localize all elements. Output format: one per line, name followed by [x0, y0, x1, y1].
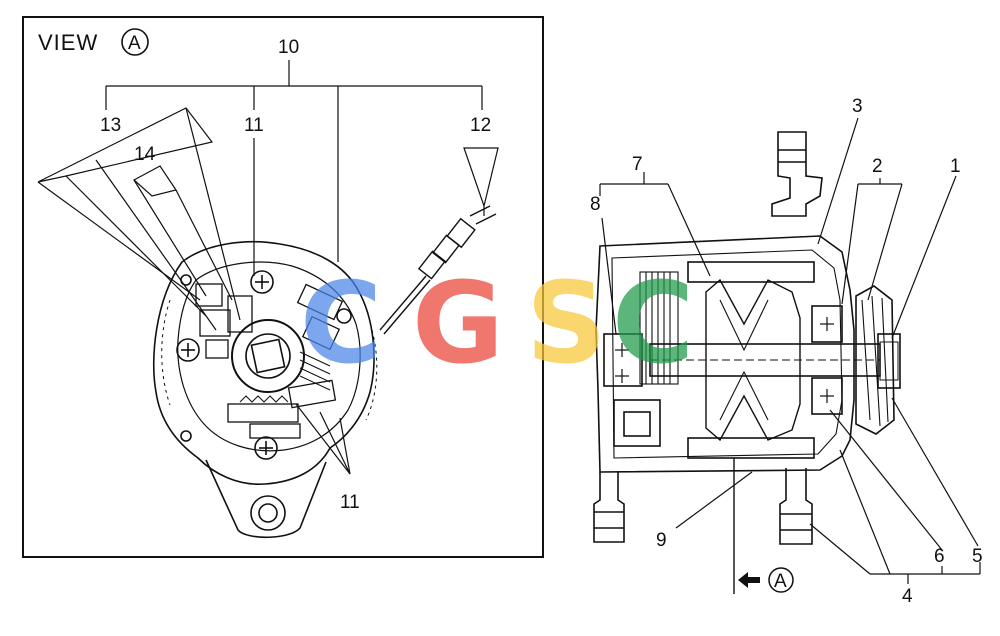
callout-11-bottom: 11	[340, 492, 360, 513]
view-a-leaders	[37, 60, 499, 475]
rear-foot	[593, 472, 625, 543]
arrow-marker-circle	[768, 567, 794, 593]
callout-6: 6	[934, 546, 945, 567]
screw-top	[250, 270, 274, 294]
brush-holder	[195, 283, 253, 359]
wire-connector	[379, 205, 497, 335]
rectifier	[227, 283, 344, 439]
callout-14: 14	[134, 144, 156, 165]
callout-5: 5	[972, 546, 983, 567]
screw-bottom	[254, 436, 278, 460]
brush-assembly	[603, 333, 643, 387]
bolt-right	[336, 308, 352, 324]
bearing-outer	[231, 319, 305, 393]
watermark-letter-g: G	[412, 259, 504, 389]
rotor-claw-inner	[719, 299, 769, 421]
rectifier-fins	[639, 271, 679, 385]
cgsc-watermark: C G S C	[300, 259, 694, 389]
callout-8: 8	[590, 194, 601, 215]
fan-blades	[861, 295, 889, 427]
watermark-letter-c1: C	[300, 259, 382, 389]
mount-hole-outer	[250, 495, 286, 531]
stator-top	[687, 261, 815, 283]
regulator-block	[613, 399, 661, 447]
stator-bottom	[687, 437, 815, 459]
diode-hatch	[299, 351, 331, 391]
callout-11-top: 11	[244, 115, 264, 136]
front-bearing-top	[811, 305, 843, 343]
bearing-inner	[245, 333, 291, 379]
callout-3: 3	[852, 96, 863, 117]
view-a-frame	[22, 16, 544, 558]
callout-12: 12	[470, 115, 491, 136]
view-label: VIEW	[38, 30, 98, 55]
view-marker-letter: A	[128, 33, 141, 54]
pulley-nut	[879, 341, 899, 381]
bearing-signs	[820, 317, 834, 403]
watermark-letter-s: S	[526, 259, 607, 389]
cooling-fan	[855, 285, 895, 435]
rotor-poles	[705, 278, 801, 442]
callout-2: 2	[872, 156, 883, 177]
callout-1: 1	[950, 156, 961, 177]
view-a-panel	[22, 16, 544, 558]
pulley	[877, 333, 901, 389]
brush-signs	[615, 343, 629, 383]
regulator-inner	[623, 411, 651, 437]
callout-9: 9	[656, 530, 667, 551]
section-leaders	[599, 117, 981, 584]
inner-housing-ring	[177, 261, 361, 452]
mount-hole-inner	[258, 503, 278, 523]
mounting-lug	[205, 459, 327, 539]
bolt-bottom-left	[180, 430, 192, 442]
cooling-fin-outline	[161, 299, 378, 421]
housing-outline	[595, 235, 855, 473]
callout-13: 13	[100, 115, 121, 136]
alternator-section	[593, 131, 901, 594]
callout-4: 4	[902, 586, 913, 607]
screw-left	[176, 338, 200, 362]
front-foot	[779, 468, 813, 545]
callout-10: 10	[278, 37, 299, 58]
arrow-marker-letter: A	[774, 571, 787, 592]
view-marker-circle	[121, 28, 149, 56]
watermark-letter-c2: C	[612, 259, 694, 389]
bearing-cap	[250, 338, 286, 374]
front-bearing-bottom	[811, 377, 843, 415]
callout-7: 7	[632, 154, 643, 175]
view-direction-arrow	[738, 572, 760, 588]
terminal-stud	[771, 131, 823, 217]
